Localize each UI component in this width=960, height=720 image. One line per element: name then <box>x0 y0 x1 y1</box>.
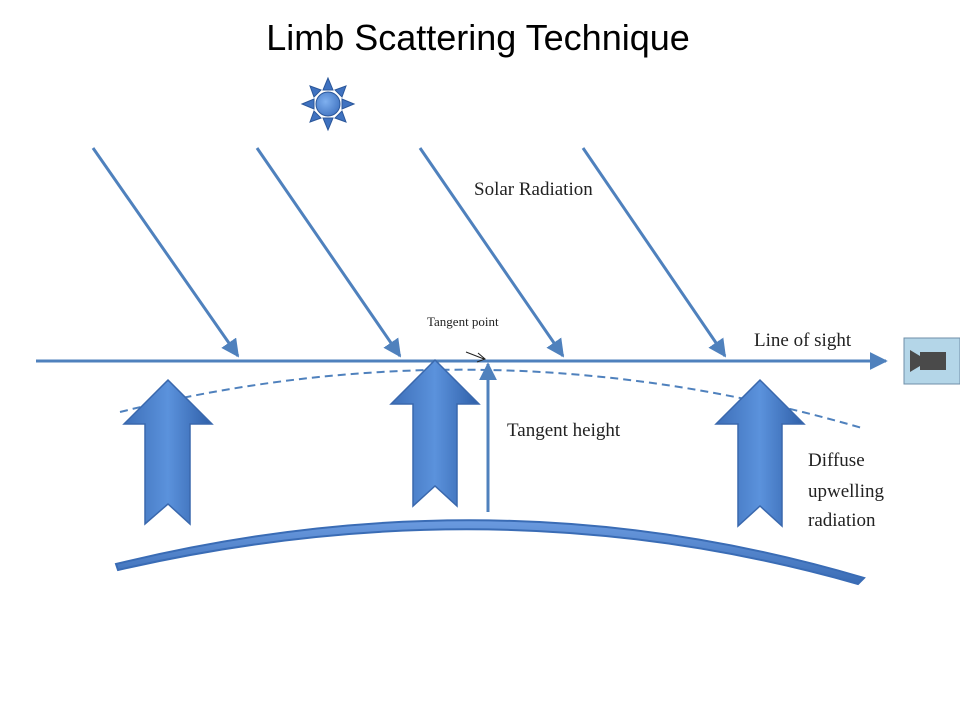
diffuse-radiation-label: Diffuse upwelling radiation <box>808 450 884 531</box>
upwelling-arrow-1 <box>122 378 214 526</box>
tangent-height-label: Tangent height <box>507 420 621 441</box>
diffuse-label-line-1: Diffuse <box>808 450 865 471</box>
sun-icon <box>300 76 356 132</box>
upwelling-arrow-2 <box>389 358 481 508</box>
solar-ray-4 <box>581 147 727 358</box>
diffuse-label-line-3: radiation <box>808 510 876 531</box>
tangent-point-pointer <box>465 351 486 363</box>
solar-ray-1 <box>91 147 240 358</box>
solar-radiation-label: Solar Radiation <box>474 179 593 200</box>
upwelling-arrow-3 <box>714 378 806 528</box>
upwelling-arrows <box>122 358 806 528</box>
solar-rays <box>91 147 727 358</box>
earth-surface <box>114 519 866 586</box>
diagram-title: Limb Scattering Technique <box>266 17 690 58</box>
camera-icon <box>903 337 960 385</box>
diffuse-label-line-2: upwelling <box>808 481 884 502</box>
solar-ray-3 <box>418 147 565 358</box>
line-of-sight-label: Line of sight <box>754 330 852 351</box>
tangent-point-label: Tangent point <box>427 314 499 329</box>
solar-ray-2 <box>255 147 402 358</box>
